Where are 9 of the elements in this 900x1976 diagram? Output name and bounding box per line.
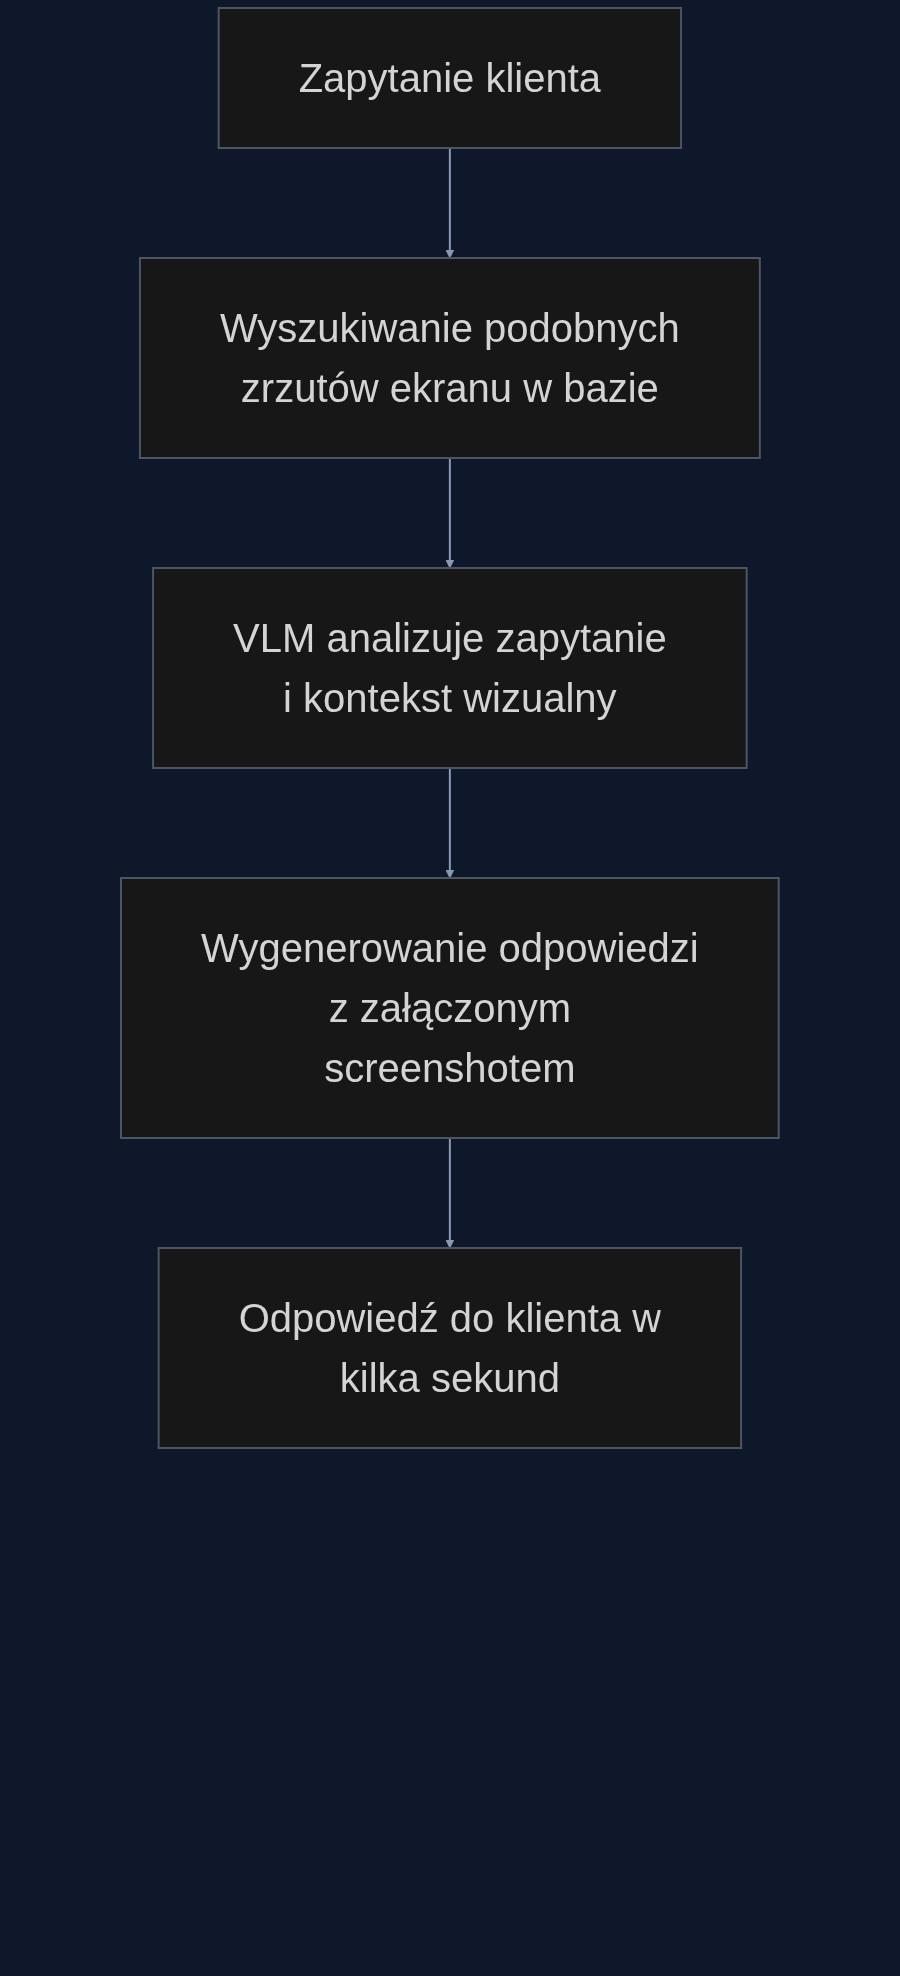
node-box: VLM analizuje zapytanie i kontekst wizualny	[152, 567, 748, 769]
node-box: Odpowiedź do klienta w kilka sekund	[157, 1247, 743, 1449]
arrow	[445, 767, 455, 879]
node-box: Wygenerowanie odpowiedzi z załączonym screenshotem	[120, 877, 780, 1139]
node-box: Zapytanie klienta	[217, 7, 683, 149]
node-box: Wyszukiwanie podobnych zrzutów ekranu w bazie	[139, 257, 761, 459]
arrow	[445, 1137, 455, 1249]
arrow	[445, 457, 455, 569]
arrow	[445, 147, 455, 259]
